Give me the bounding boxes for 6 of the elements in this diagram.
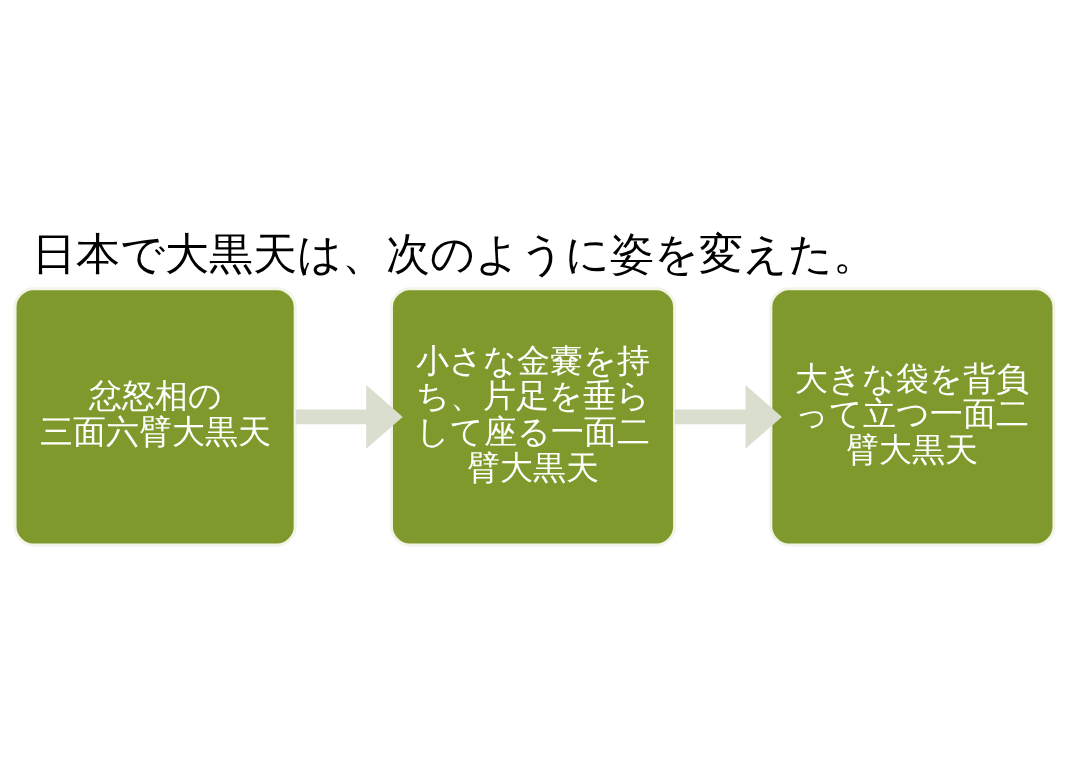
arrow [295,384,403,449]
diagram-title: 日本で大黒天は、次のように姿を変えた。 [31,227,877,279]
node-box: 小さな金嚢を持ち、片足を垂らして座る一面二臂大黒天 [390,286,677,547]
arrow [674,384,782,449]
node-box: 大きな袋を背負って立つ一面二臂大黒天 [769,286,1056,547]
node-box: 忿怒相の 三面六臂大黒天 [13,286,297,547]
